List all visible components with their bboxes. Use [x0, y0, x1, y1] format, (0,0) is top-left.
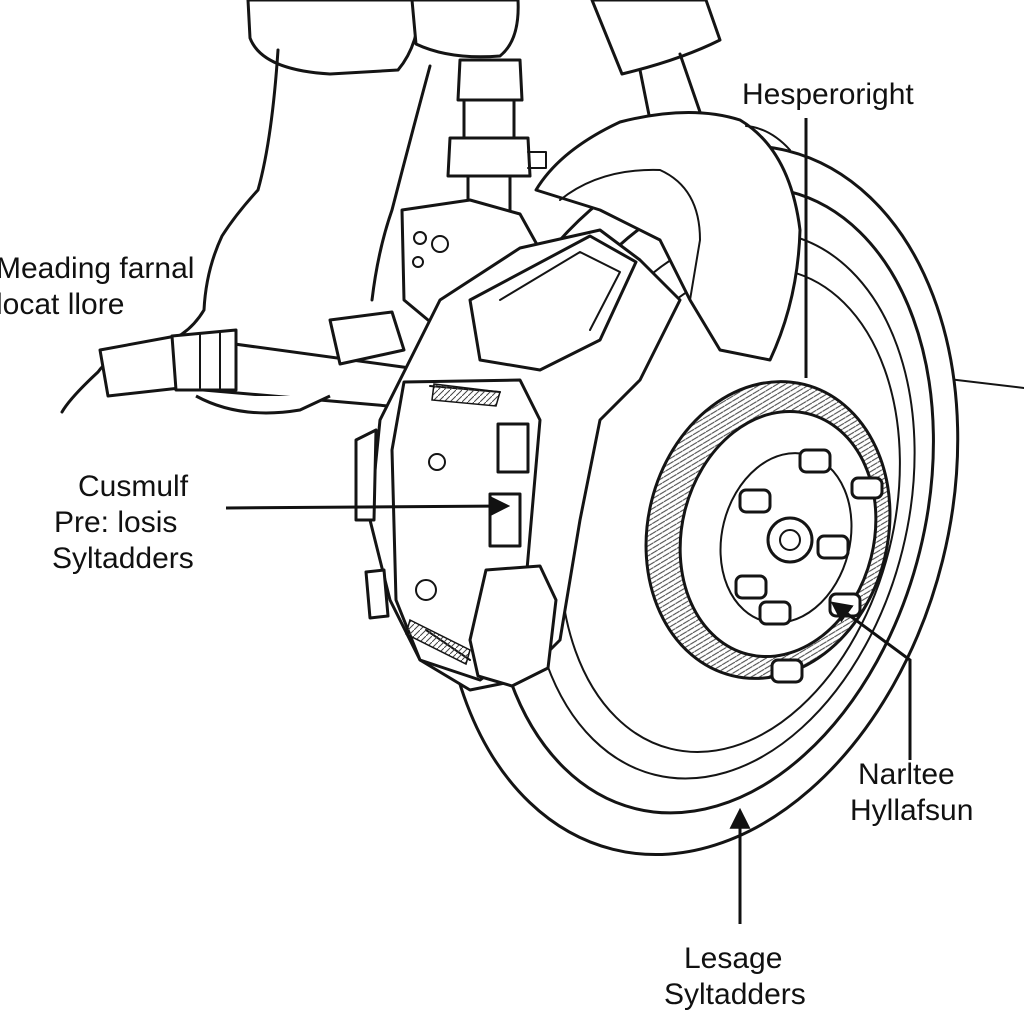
label-right-bottom-line2: Hyllafsun	[850, 794, 973, 827]
caliper-bracket	[534, 111, 802, 362]
label-left-mid-line3: Syltadders	[52, 542, 194, 575]
body-outline-inner	[370, 64, 432, 302]
label-right-bottom-line1: Narltee	[858, 758, 955, 791]
body-outline	[60, 48, 280, 414]
label-bottom-line1: Lesage	[684, 942, 782, 975]
label-bottom-line2: Syltadders	[664, 978, 806, 1011]
leader-line-stud	[830, 601, 912, 760]
label-left-mid-line1: Cusmulf	[78, 470, 189, 503]
label-left-top-line1: Meading farnal	[0, 252, 194, 285]
tie-rod	[98, 310, 414, 415]
suspension-strut	[246, 0, 722, 230]
label-top-right: Hesperoright	[742, 78, 914, 111]
leader-line-caliper	[225, 495, 511, 517]
label-left-top-line2: locat llore	[0, 288, 124, 321]
wheel-hub	[644, 380, 892, 684]
brake-caliper	[354, 228, 682, 692]
label-left-mid-line2: Pre: losis	[54, 506, 177, 539]
